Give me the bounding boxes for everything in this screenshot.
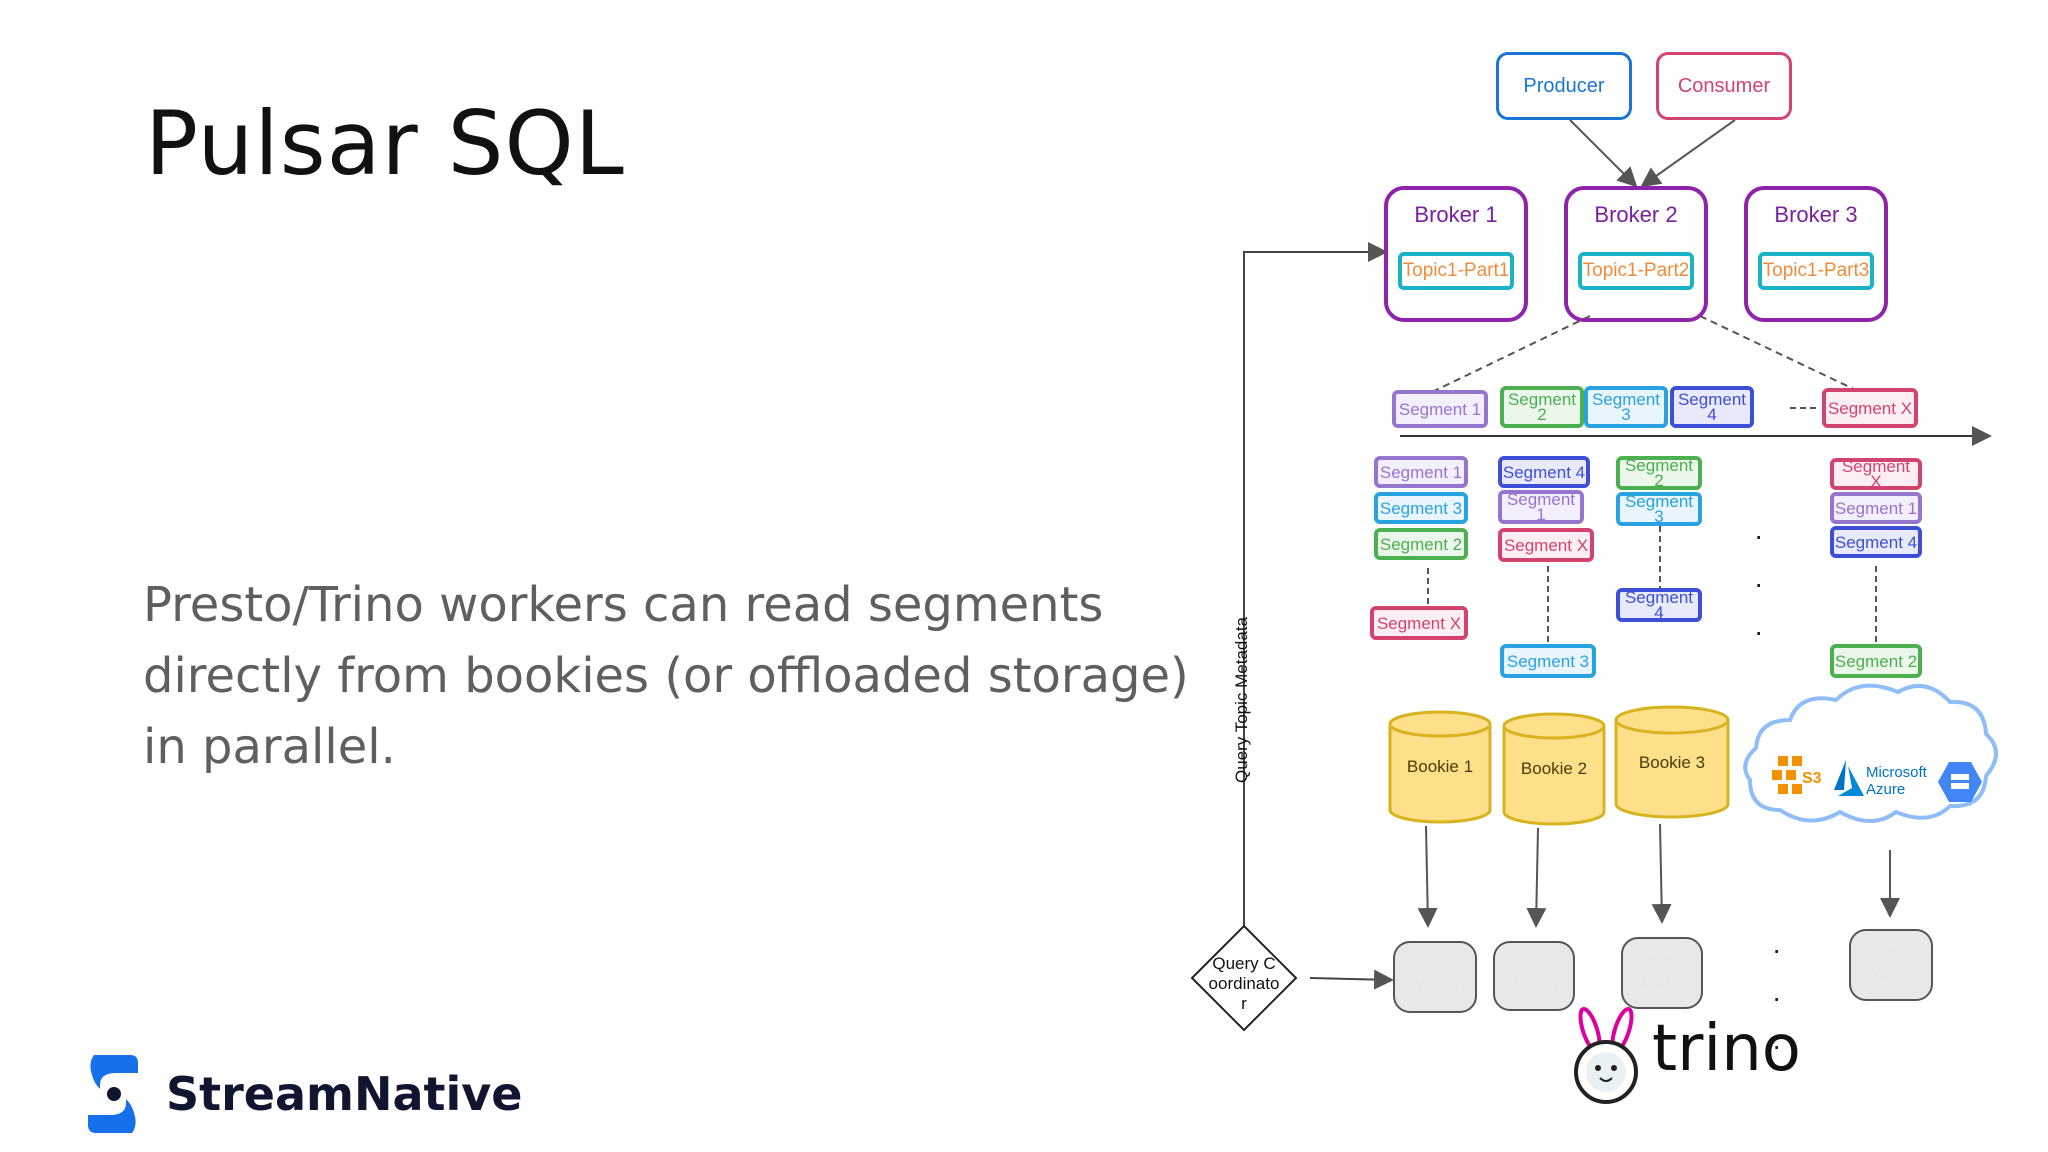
metadata-path <box>1243 242 1388 926</box>
col1-segment-1: Segment 1 <box>1374 456 1468 488</box>
broker-3-label: Broker 3 <box>1774 202 1858 227</box>
ellipsis-dot: · <box>1772 934 1782 965</box>
broker-2: Broker 2 Topic1-Part2 <box>1564 186 1708 322</box>
ellipsis-dot: · <box>1754 616 1764 647</box>
azure-icon: Microsoft Azure <box>1832 752 1932 808</box>
coordinator-arrow <box>1309 969 1394 990</box>
ellipsis-dot: · <box>1754 520 1764 551</box>
bookie-2-label: Bookie 2 <box>1520 759 1588 778</box>
broker-2-topic: Topic1-Part2 <box>1578 252 1694 290</box>
col1-segment-3: Segment 3 <box>1374 492 1468 524</box>
sql-worker-2-label: SQL Worker <box>1508 959 1560 995</box>
producer-arrow <box>1569 119 1638 188</box>
bookie-1-cylinder <box>1388 710 1492 824</box>
streamnative-logo-icon <box>88 1055 138 1133</box>
offload-cloud <box>1743 683 1998 823</box>
bookie-1-label: Bookie 1 <box>1406 757 1474 776</box>
broker-1: Broker 1 Topic1-Part1 <box>1384 186 1528 322</box>
google-cloud-storage-icon <box>1938 762 1982 802</box>
sql-worker-1-shape <box>1393 941 1477 1013</box>
row-segment-2: Segment 2 <box>1500 386 1584 428</box>
col2-segment-3: Segment 3 <box>1500 644 1596 678</box>
sql-worker-1-label: SQL Worker <box>1409 959 1461 995</box>
broker-3-topic: Topic1-Part3 <box>1758 252 1874 290</box>
row-segment-1: Segment 1 <box>1392 390 1488 428</box>
s3-label: S3 <box>1802 770 1822 787</box>
fanout-left <box>1431 315 1591 393</box>
broker-1-label: Broker 1 <box>1414 202 1498 227</box>
ellipsis-dot: · <box>1754 568 1764 599</box>
col3-segment-2: Segment 2 <box>1616 456 1702 490</box>
col3-segment-4: Segment 4 <box>1616 588 1702 622</box>
row-segment-4: Segment 4 <box>1670 386 1754 428</box>
trino-logo: trino <box>1566 1006 1836 1106</box>
col4-segment-1: Segment 1 <box>1830 492 1922 524</box>
ellipsis-dot: · <box>1772 1030 1782 1061</box>
streamnative-brand: StreamNative <box>86 1048 522 1140</box>
broker-1-topic: Topic1-Part1 <box>1398 252 1514 290</box>
bookie-3-cylinder <box>1614 705 1730 819</box>
trino-bunny-icon <box>1574 1006 1638 1104</box>
consumer-label: Consumer <box>1677 74 1771 97</box>
coordinator-label: Query Coordinator <box>1208 954 1280 1013</box>
coordinator-diamond <box>1190 924 1298 1032</box>
brand-name: StreamNative <box>166 1067 523 1121</box>
slide-title: Pulsar SQL <box>145 92 625 195</box>
col3-segment-3: Segment 3 <box>1616 492 1702 526</box>
col1-segment-2: Segment 2 <box>1374 528 1468 560</box>
col4-segment-x: Segment X <box>1830 458 1922 490</box>
col2-segment-1: Segment 1 <box>1498 490 1584 524</box>
query-metadata-label: Query Topic Metadata <box>1232 617 1251 783</box>
bookie2-arrow <box>1526 827 1547 928</box>
col1-segment-x: Segment X <box>1370 606 1468 640</box>
consumer-box: Consumer <box>1656 52 1792 120</box>
col2-segment-x: Segment X <box>1498 528 1594 562</box>
diagram-connectors <box>1190 119 1998 1032</box>
bookie3-arrow <box>1651 823 1672 924</box>
trino-wordmark: trino <box>1652 1012 1801 1086</box>
aws-s3-icon: S3 <box>1772 756 1822 802</box>
producer-label: Producer <box>1523 74 1605 97</box>
sql-worker-3-shape <box>1621 937 1703 1009</box>
bookie1-arrow <box>1417 825 1438 928</box>
pulsar-sql-diagram: Producer Consumer Broker 1 Topic1-Part1 … <box>1160 40 2040 1104</box>
row-segment-3: Segment 3 <box>1584 386 1668 428</box>
sql-worker-4-label: SQL Worker <box>1865 947 1917 983</box>
col4-segment-2: Segment 2 <box>1830 644 1922 678</box>
fanout-right <box>1699 315 1861 393</box>
broker-3: Broker 3 Topic1-Part3 <box>1744 186 1888 322</box>
bookie-2-cylinder <box>1502 712 1606 826</box>
sql-worker-2-shape <box>1493 941 1575 1011</box>
slide-body-text: Presto/Trino workers can read segments d… <box>143 577 1189 775</box>
row-segment-x: Segment X <box>1822 388 1918 428</box>
azure-logo-icon <box>1834 760 1864 796</box>
sql-worker-4-shape <box>1849 929 1933 1001</box>
col4-segment-4: Segment 4 <box>1830 526 1922 558</box>
azure-label: Microsoft Azure <box>1866 764 1927 798</box>
consumer-arrow <box>1640 119 1736 188</box>
bookie-3-label: Bookie 3 <box>1638 753 1706 772</box>
ellipsis-dot: · <box>1772 982 1782 1013</box>
producer-box: Producer <box>1496 52 1632 120</box>
sql-worker-3-label: SQL Worker <box>1636 955 1688 991</box>
col2-segment-4: Segment 4 <box>1498 456 1590 488</box>
broker-2-label: Broker 2 <box>1594 202 1678 227</box>
